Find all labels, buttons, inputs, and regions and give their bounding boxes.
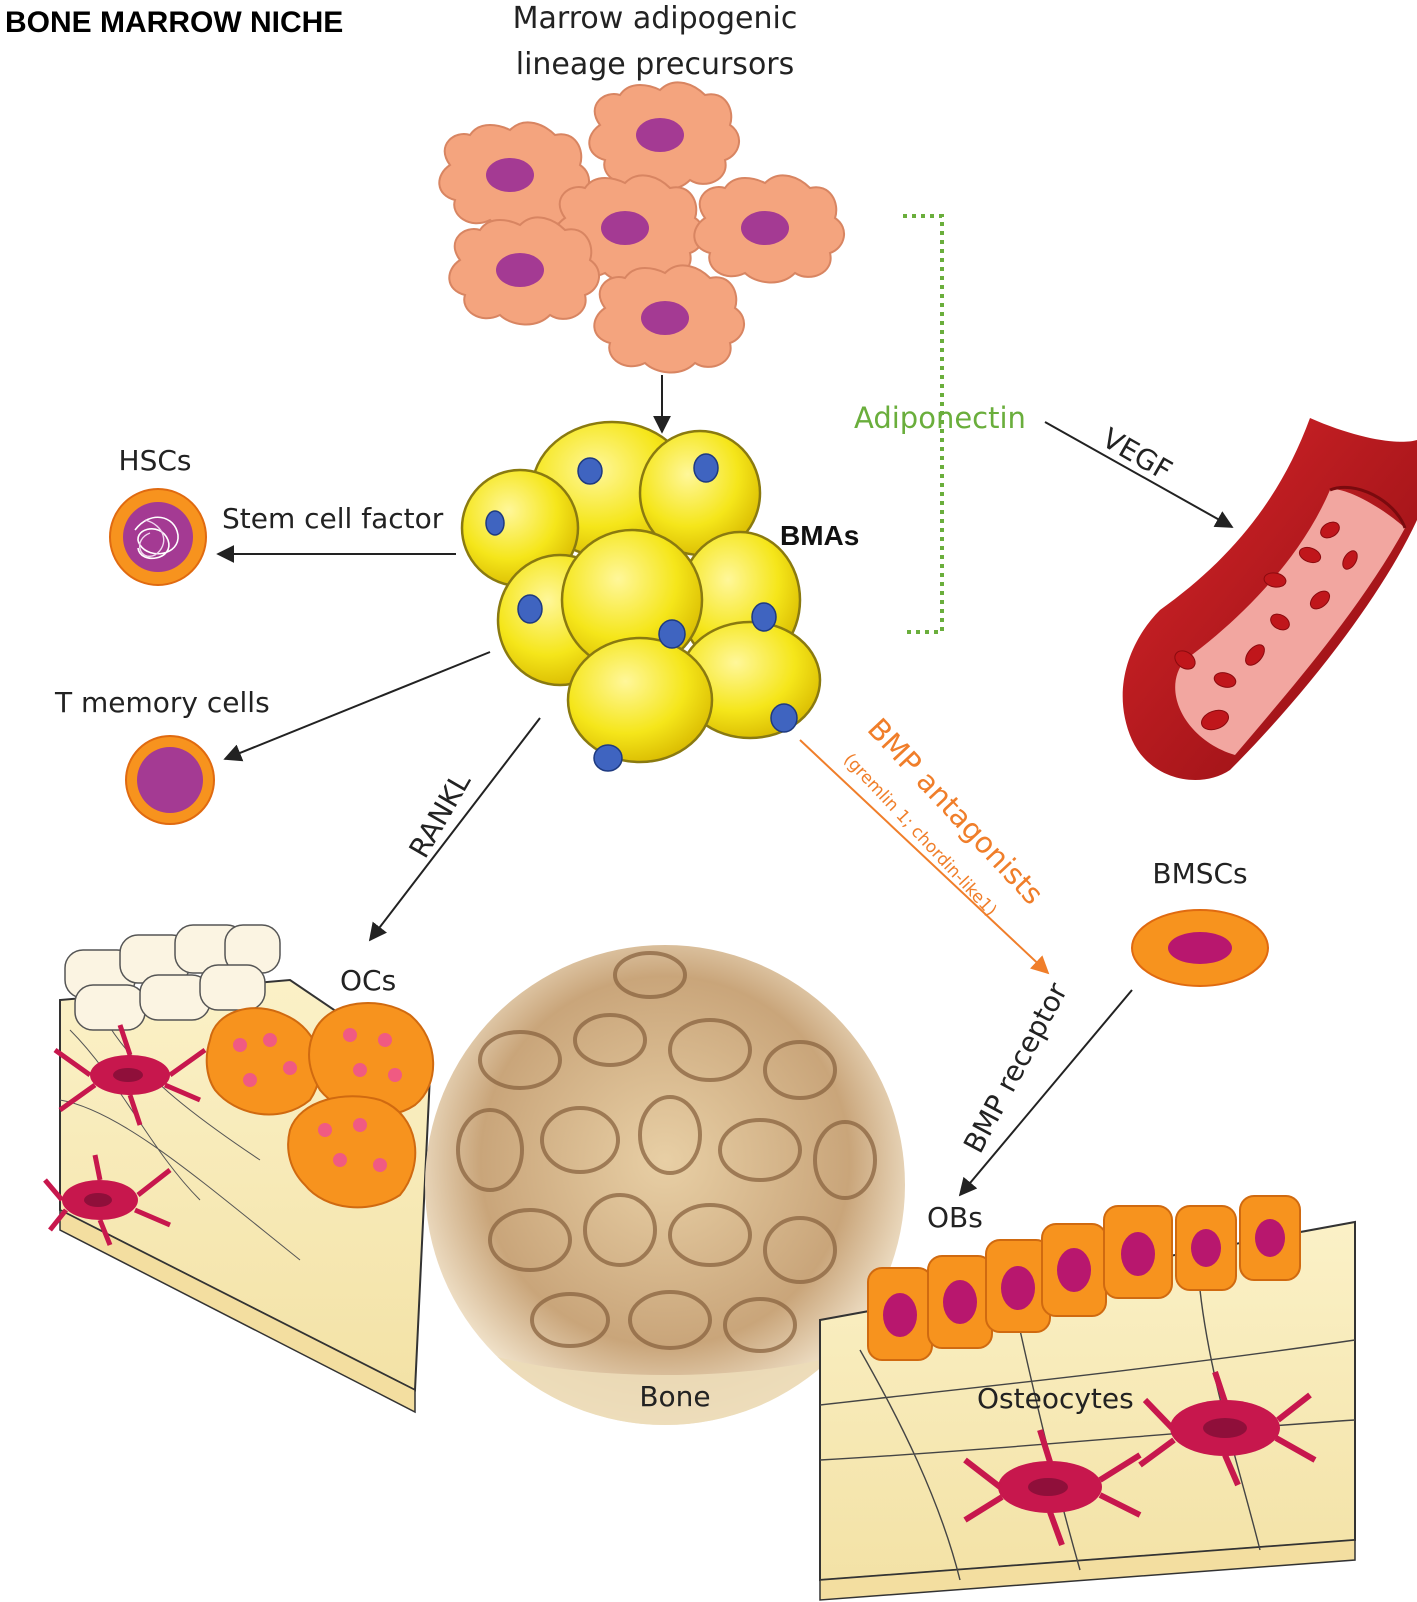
vegf-label: VEGF [1097,421,1178,487]
arrow-adiponectin-to-vessel [1044,421,1234,528]
t-memory-label: T memory cells [54,686,270,719]
osteoclast [205,1007,322,1116]
ocs-label: OCs [340,964,396,997]
adipocyte-nuclei [485,453,798,772]
adiponectin-label: Adiponectin [854,401,1026,435]
left-bone-block [43,924,435,1414]
arrow-bmas-to-t-memory [223,651,491,762]
osteoclast [287,1095,417,1209]
arrow-bmas-to-ocs [368,717,541,942]
hsc-cell [109,488,207,586]
hscs-label: HSCs [119,444,192,477]
arrow-bmas-to-bmp-receptor [799,739,1050,975]
stem-cell-factor-label: Stem cell factor [222,502,444,535]
precursors-label-line2: lineage precursors [516,47,795,82]
adiponectin-bracket [903,214,944,634]
bmp-receptor-label: BMP receptor [957,977,1074,1158]
right-bone-block [819,1195,1356,1601]
adipogenic-precursor-cells [438,81,845,374]
osteocytes-label: Osteocytes [977,1382,1134,1415]
t-memory-cell [125,735,215,825]
bmsc-cell [1131,909,1269,987]
bmas-label: BMAs [780,520,859,551]
precursors-label-line1: Marrow adipogenic [513,1,798,36]
diagram-title: BONE MARROW NICHE [5,6,343,39]
obs-label: OBs [927,1201,983,1234]
arrow-bmscs-to-obs [958,989,1133,1197]
precursor-cell [693,174,845,284]
precursor-cell [588,81,740,191]
bmscs-label: BMSCs [1152,857,1247,890]
bone-label: Bone [639,1380,710,1413]
blood-vessel [1122,418,1417,780]
osteoclast [308,1002,435,1117]
precursor-cell [448,216,600,326]
precursor-cell [593,264,745,374]
bone-marrow-adipocytes [460,420,822,764]
